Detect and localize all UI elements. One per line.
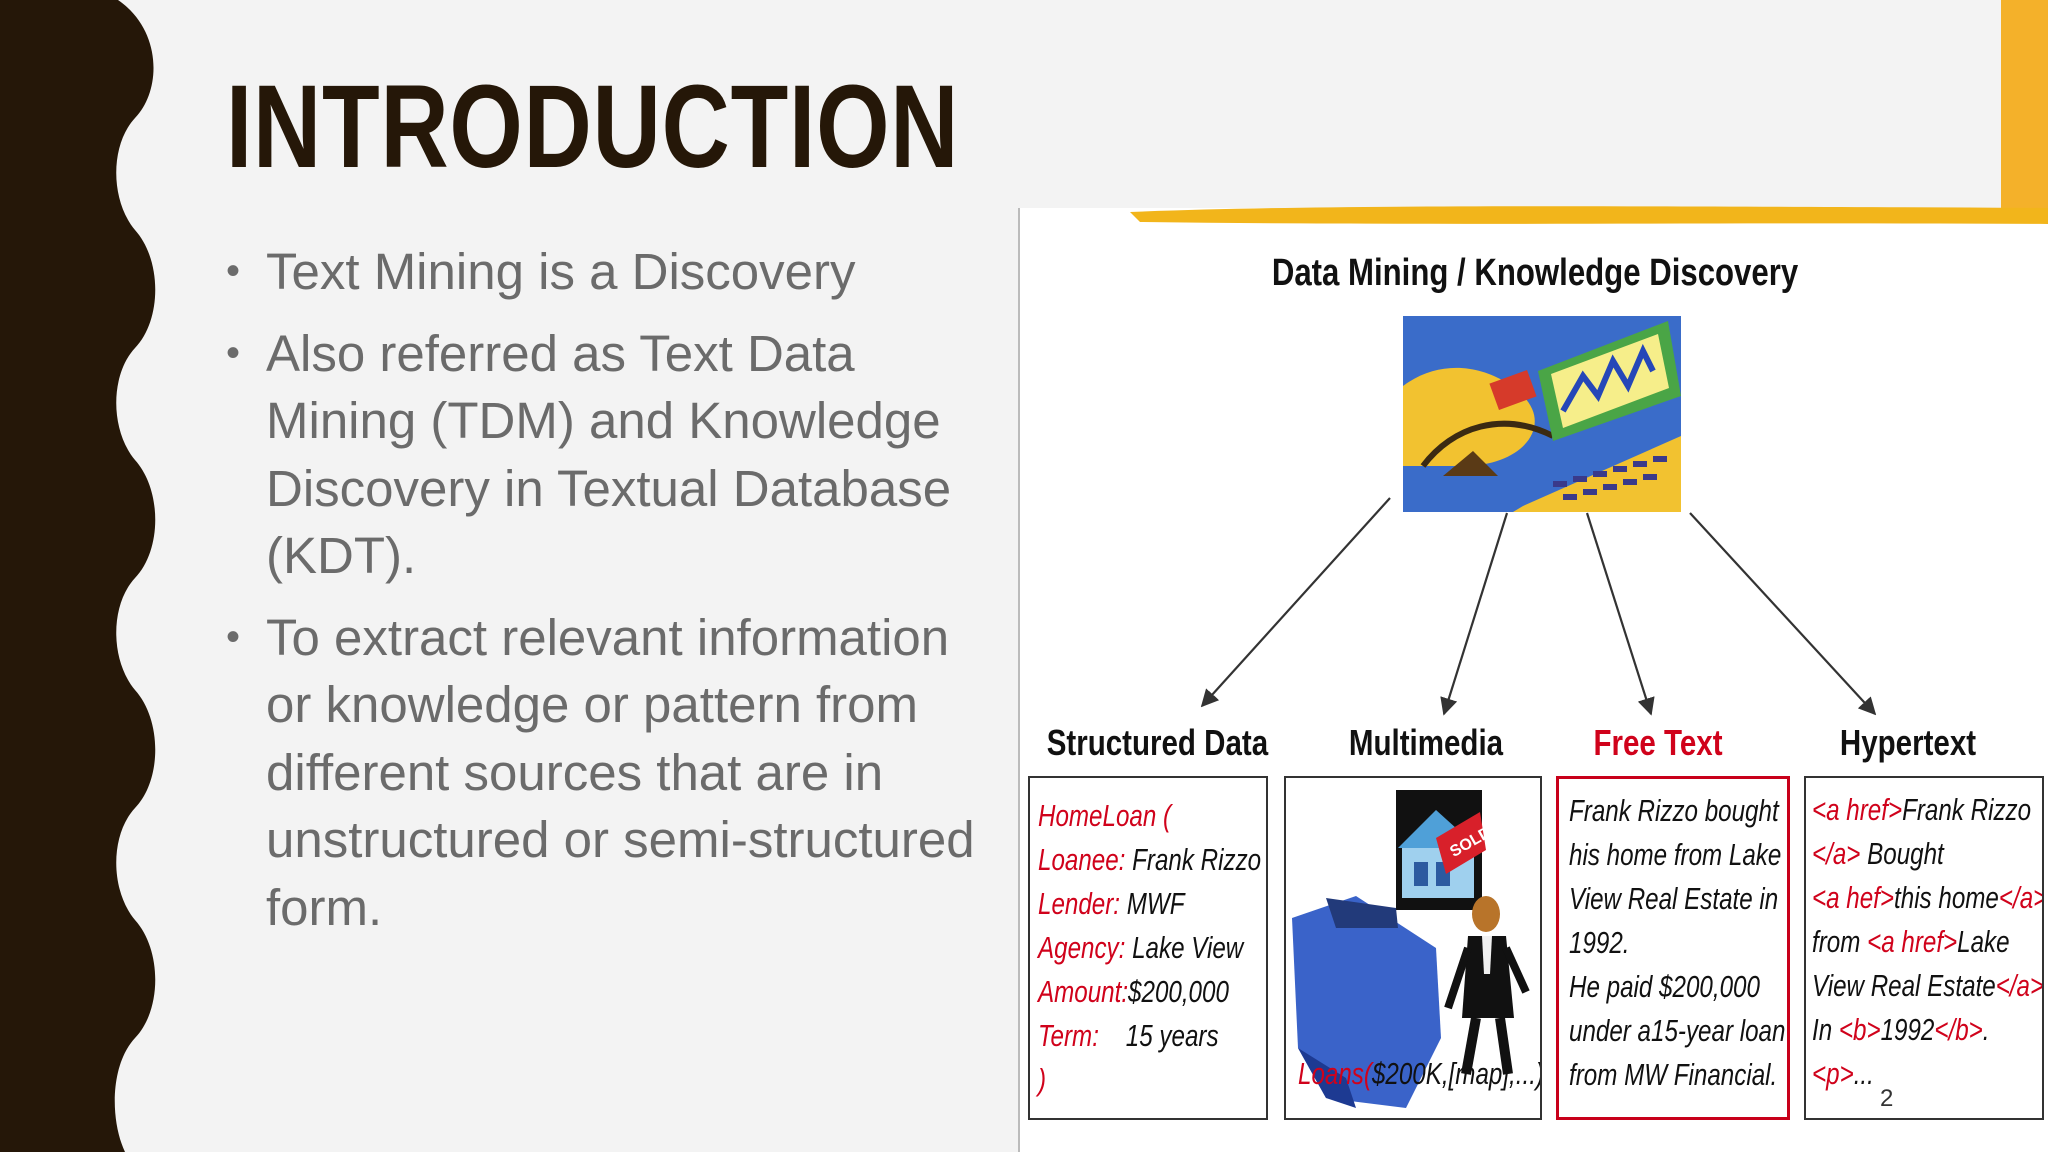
accent-bar: [2001, 0, 2048, 208]
multimedia-clipart: SOLD: [1292, 790, 1530, 1108]
bullet-text: To extract relevant information or knowl…: [266, 608, 975, 936]
bullet-text: Text Mining is a Discovery: [266, 243, 856, 300]
bullet-item: • Also referred as Text Data Mining (TDM)…: [226, 320, 1006, 590]
hypertext-box: <a href>Frank Rizzo </a> Bought <a hef>t…: [1804, 776, 2044, 1120]
hypertext-line: <a hef>this home</a>: [1812, 880, 2044, 915]
structured-line: ): [1038, 1062, 1047, 1097]
hypertext-line: <p>...: [1812, 1056, 1874, 1091]
wavy-band-shape: [0, 0, 156, 1152]
businessman-icon: [1444, 896, 1530, 1075]
structured-line: Amount:$200,000: [1038, 974, 1229, 1009]
structured-line: HomeLoan (: [1038, 798, 1172, 833]
hypertext-line: In <b>1992</b>.: [1812, 1012, 1990, 1047]
page-number: 2: [1880, 1085, 1894, 1112]
computer-chart-icon: [1403, 316, 1681, 512]
hypertext-line: from <a href>Lake: [1812, 924, 2010, 959]
arrow-structured: [1200, 497, 1391, 708]
bullet-item: • To extract relevant information or know…: [226, 604, 1006, 942]
map-icon: [1292, 896, 1441, 1108]
structured-line: Agency: Lake View: [1038, 930, 1244, 965]
structured-data-box: HomeLoan ( Loanee: Frank Rizzo Lender: M…: [1028, 776, 1268, 1120]
arrow-freetext: [1585, 512, 1655, 716]
structured-line: Term: 15 years: [1038, 1018, 1219, 1053]
arrow-multimedia: [1440, 512, 1509, 716]
free-text-line: from MW Financial.: [1569, 1057, 1778, 1092]
house-sold-icon: SOLD: [1396, 790, 1494, 910]
bullet-icon: •: [226, 249, 241, 293]
bullet-item: • Text Mining is a Discovery: [226, 238, 1006, 306]
figure-title: Data Mining / Knowledge Discovery: [1271, 252, 1799, 294]
structured-line: Loanee: Frank Rizzo: [1038, 842, 1262, 877]
free-text-line: 1992.: [1569, 925, 1630, 960]
free-text-box: Frank Rizzo bought his home from Lake Vi…: [1556, 776, 1790, 1120]
category-free-text: Free Text: [1593, 722, 1723, 763]
multimedia-box: SOLD Loans($200K,[map],...): [1284, 776, 1542, 1120]
hypertext-line: <a href>Frank Rizzo: [1812, 792, 2032, 827]
free-text-line: View Real Estate in: [1569, 881, 1779, 916]
arrow-hypertext: [1689, 512, 1877, 716]
bullet-icon: •: [226, 330, 241, 375]
bullet-list: • Text Mining is a Discovery • Also referr…: [226, 238, 1006, 955]
knowledge-discovery-figure: Data Mining / Knowledge Discovery: [1018, 206, 2048, 1152]
bullet-icon: •: [226, 614, 241, 659]
free-text-line: under a15-year loan: [1569, 1013, 1786, 1048]
category-multimedia: Multimedia: [1348, 722, 1504, 763]
yellow-brush-stroke: [1130, 206, 2048, 224]
wavy-dark-band: [0, 0, 156, 1152]
bullet-text: Also referred as Text Data Mining (TDM) …: [266, 324, 952, 585]
hypertext-line: View Real Estate</a>: [1812, 968, 2044, 1003]
slide-title: INTRODUCTION: [226, 61, 960, 193]
free-text-line: He paid $200,000: [1569, 969, 1760, 1004]
free-text-line: Frank Rizzo bought: [1569, 793, 1779, 828]
multimedia-caption: Loans($200K,[map],...): [1298, 1056, 1542, 1091]
structured-line: Lender: MWF: [1038, 886, 1185, 921]
category-hypertext: Hypertext: [1839, 722, 1977, 763]
free-text-line: his home from Lake: [1569, 837, 1782, 872]
category-structured-data: Structured Data: [1046, 722, 1269, 763]
hypertext-line: </a> Bought: [1812, 836, 1944, 871]
